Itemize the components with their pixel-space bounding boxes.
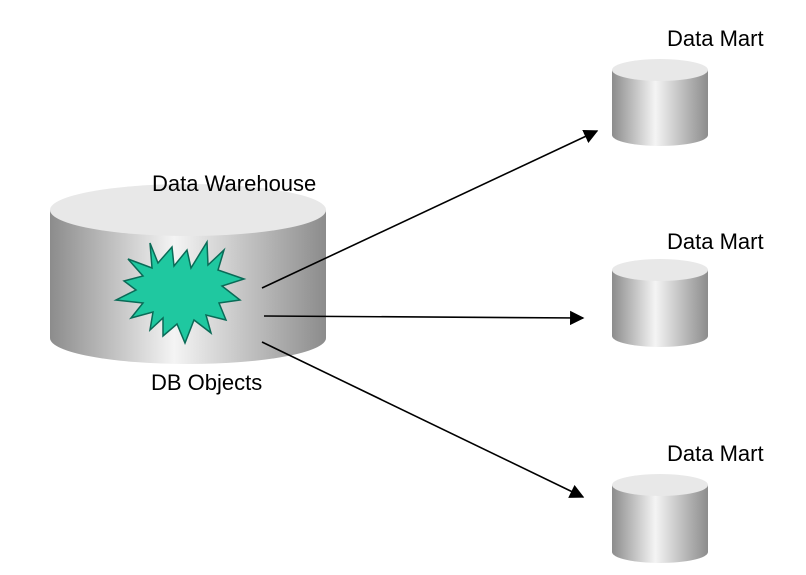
- starburst-icon: [113, 239, 247, 345]
- data-mart-cylinder-2: [612, 259, 708, 347]
- data-mart-label-3: Data Mart: [667, 441, 764, 466]
- data-warehouse-label: Data Warehouse: [152, 171, 316, 196]
- arrow-to-mart-3: [261, 341, 585, 498]
- db-objects-label: DB Objects: [151, 370, 262, 395]
- data-mart-cylinder-3: [612, 474, 708, 563]
- data-mart-cylinder-1: [612, 59, 708, 146]
- data-mart-label-1: Data Mart: [667, 26, 764, 51]
- data-mart-label-2: Data Mart: [667, 229, 764, 254]
- arrow-to-mart-2: [263, 310, 585, 326]
- arrow-to-mart-1: [261, 129, 599, 289]
